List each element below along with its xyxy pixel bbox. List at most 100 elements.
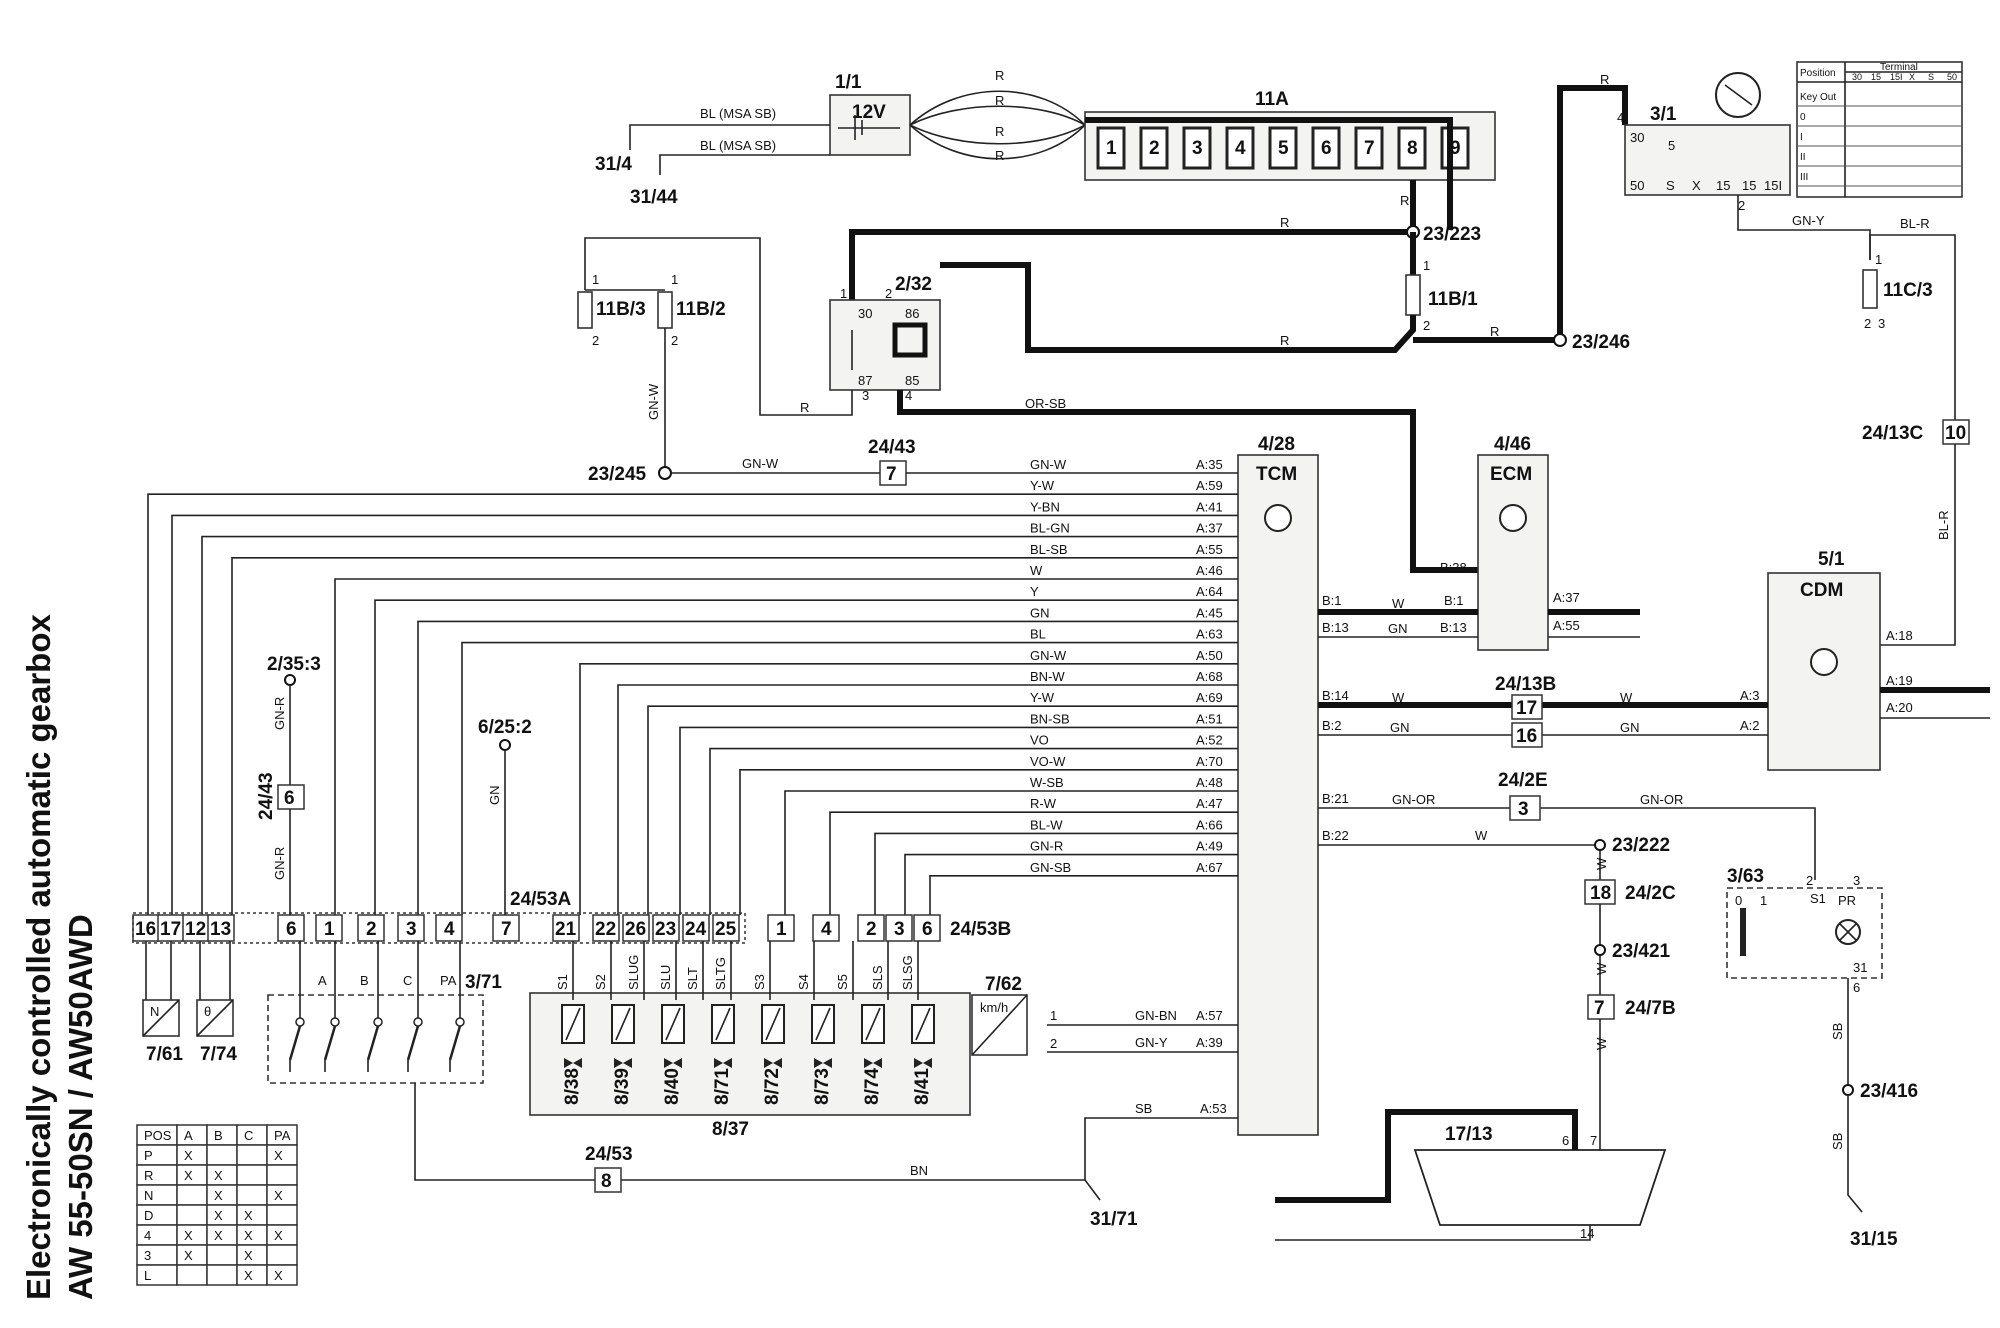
tcm-wire-pin-10: A:68: [1196, 669, 1223, 684]
ref-2-35-3: 2/35:3: [267, 654, 321, 675]
wire-label-gn-y-2: GN-Y: [1135, 1035, 1168, 1050]
c2453a-pin-11: 22: [595, 919, 616, 940]
tcm-wire-color-17: BL-W: [1030, 817, 1063, 832]
wire-label-w-5: W: [1594, 857, 1609, 870]
wire-label-r-2: R: [995, 93, 1004, 108]
wire-r-1: [909, 90, 1086, 126]
svg-text:A:57: A:57: [1196, 1008, 1223, 1023]
pos-cell-6-1: X: [184, 1248, 193, 1263]
valve-pin-4: SLT: [685, 967, 700, 990]
fuse-11b1-ref: 11B/1: [1428, 289, 1478, 310]
c2453b-pin-1: 4: [821, 919, 832, 940]
ref-23-222: 23/222: [1612, 835, 1670, 856]
relay-feed-wire: [849, 180, 1416, 300]
c2453b-pin-box-0: [767, 914, 795, 942]
svg-text:X: X: [1692, 178, 1701, 193]
tcm-wire-color-0: GN-W: [1030, 457, 1067, 472]
fuse-5: [1268, 126, 1298, 170]
relay-85-wire: [897, 390, 1478, 573]
c2413b-pin-17: 17: [1516, 698, 1537, 719]
fusebox-ref: 11A: [1255, 89, 1289, 110]
tcm-wire-color-1: Y-W: [1030, 478, 1055, 493]
c2453b-ref: 24/53B: [950, 919, 1011, 940]
c2413c-ref: 24/13C: [1862, 423, 1924, 444]
svg-text:1: 1: [1423, 258, 1430, 273]
wire-label-gn-2: GN: [1390, 720, 1410, 735]
valve-pin-2: SLUG: [626, 955, 641, 990]
c2453a-pin-0: 16: [135, 919, 156, 940]
c2453a-pin-box-15: [712, 914, 740, 942]
tcm-wire-color-8: BL: [1030, 627, 1046, 642]
svg-text:B:2: B:2: [1322, 718, 1342, 733]
battery-ground-wire-2: [659, 154, 830, 175]
valve-ref-3: 8/71: [712, 1068, 733, 1105]
valve-pin-9: SLS: [870, 965, 885, 990]
pos-cell-3-4: X: [274, 1188, 283, 1203]
ign-terminal-4: S: [1928, 72, 1934, 82]
tcm-wire-pin-17: A:66: [1196, 817, 1223, 832]
tcm-wire-pin-5: A:46: [1196, 563, 1223, 578]
tcm-name: TCM: [1256, 464, 1297, 485]
battery-voltage: 12V: [852, 102, 886, 123]
c2453a-pin-box-9: [492, 914, 520, 942]
tcm-wire-color-5: W: [1030, 563, 1043, 578]
c2453-ref: 24/53: [585, 1144, 633, 1165]
c2453-pin: 8: [601, 1171, 612, 1192]
svg-text:PR: PR: [1838, 893, 1856, 908]
c247b-ref: 24/7B: [1625, 998, 1676, 1019]
svg-text:2: 2: [1738, 198, 1745, 213]
fuse-label-6: 6: [1321, 138, 1332, 159]
tcm-wire-5: [334, 578, 1238, 915]
svg-text:A:2: A:2: [1740, 718, 1760, 733]
wire-label-sb-2: SB: [1830, 1133, 1845, 1150]
c2453a-ref: 24/53A: [510, 889, 572, 910]
tcm-wire-color-13: VO: [1030, 733, 1049, 748]
ign-terminal-5: 50: [1947, 72, 1957, 82]
pos-cell-7-3: X: [244, 1268, 253, 1283]
c247b-pin: 7: [1594, 998, 1605, 1019]
fuse-11c3-ref: 11C/3: [1883, 280, 1933, 301]
shift-lock-ref: 3/63: [1727, 866, 1764, 887]
pos-cell-1-0: P: [144, 1148, 153, 1163]
tcm-wire-color-10: BN-W: [1030, 669, 1065, 684]
relay-coil-wire: [940, 262, 1416, 353]
c2453b-pin-0: 1: [776, 919, 787, 940]
svg-text:2: 2: [885, 286, 892, 301]
svg-text:A:20: A:20: [1886, 700, 1913, 715]
tcm-gn-or-2: [1540, 807, 1816, 880]
ref-31-71: 31/71: [1090, 1209, 1138, 1230]
tcm-wire-pin-19: A:67: [1196, 860, 1223, 875]
ign-position-2: I: [1800, 132, 1803, 143]
wire-r-4: [909, 124, 1086, 160]
fuse-3: [1182, 126, 1212, 170]
ref-31-15: 31/15: [1850, 1229, 1898, 1250]
wire-label-gn-1: GN: [1388, 621, 1408, 636]
ignition-ref: 3/1: [1650, 104, 1677, 125]
fuse-label-8: 8: [1407, 138, 1418, 159]
svg-text:3: 3: [1878, 316, 1885, 331]
c2453a-pin-box-7: [397, 914, 425, 942]
wire-label-w-4: W: [1475, 828, 1488, 843]
valve-pin-8: S5: [835, 974, 850, 990]
tcm-wire-3: [201, 535, 1238, 915]
svg-text:A:39: A:39: [1196, 1035, 1223, 1050]
c2443-pin: 7: [886, 464, 897, 485]
tcm-wire-15: [784, 790, 1238, 915]
c2443v-pin: 6: [284, 788, 295, 809]
wire-label-r-8: R: [1600, 72, 1609, 87]
wire-label-r-6: R: [1400, 193, 1409, 208]
svg-text:B:1: B:1: [1444, 593, 1464, 608]
ignition-terminal-header: Terminal: [1880, 62, 1918, 73]
svg-text:1: 1: [1875, 252, 1882, 267]
speed-sensor-ref: 7/62: [985, 974, 1022, 995]
ign-position-4: III: [1800, 172, 1808, 183]
svg-text:B:22: B:22: [1322, 828, 1349, 843]
tcm-w-dlc: [1318, 844, 1601, 880]
tcm-wire-11: [647, 705, 1238, 915]
tcm-wire-color-18: GN-R: [1030, 839, 1063, 854]
pos-cell-5-3: X: [244, 1228, 253, 1243]
fuse-label-2: 2: [1149, 138, 1160, 159]
